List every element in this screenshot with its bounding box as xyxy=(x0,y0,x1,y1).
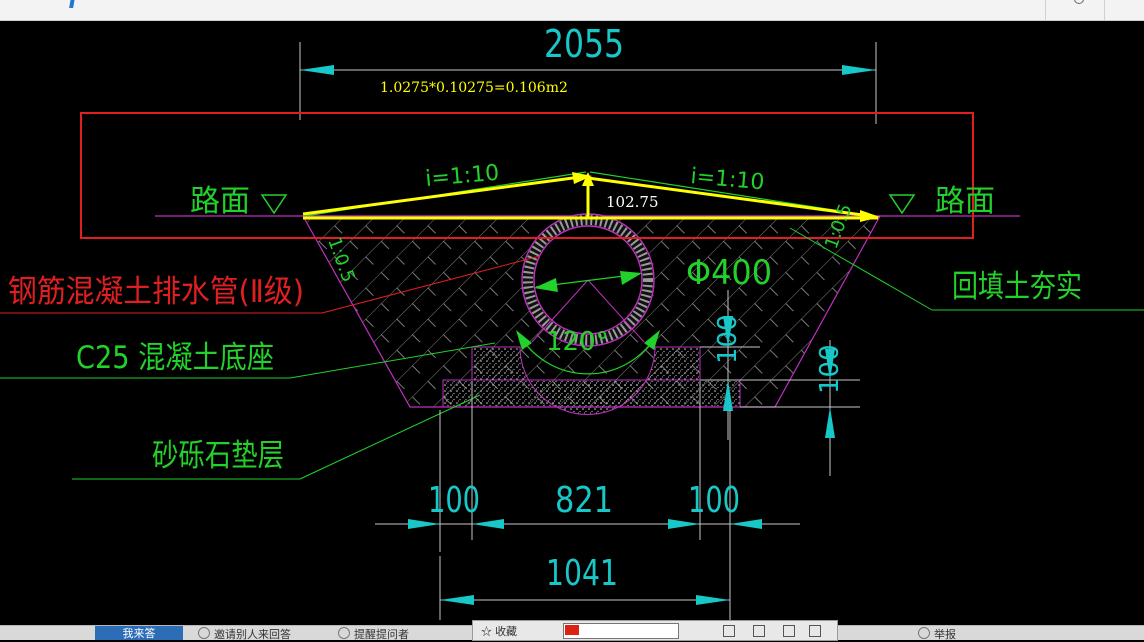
diameter-arrow-left xyxy=(534,278,558,292)
vdim-arrow xyxy=(723,316,733,347)
remind-label: 提醒提问者 xyxy=(354,629,409,641)
level-symbol-left xyxy=(260,194,288,215)
color-field[interactable] xyxy=(563,623,679,639)
user-icon xyxy=(198,627,210,639)
backfill-label: 回填土夯实 xyxy=(952,269,1082,305)
bottom-dim-right: 100 xyxy=(688,480,740,521)
undo-tool-icon[interactable] xyxy=(783,625,795,637)
invite-answer-link[interactable]: 邀请别人来回答 xyxy=(198,627,291,642)
top-bar-divider xyxy=(1104,0,1105,20)
warning-icon xyxy=(918,627,930,639)
highlight-box xyxy=(80,112,974,239)
diameter-arrow-right xyxy=(620,271,642,285)
save-tool-icon[interactable] xyxy=(809,625,821,637)
road-label-left: 路面 xyxy=(190,184,250,219)
angle-arc xyxy=(519,335,657,375)
concrete-saddle-base xyxy=(471,346,701,415)
angle-line-right xyxy=(587,279,645,343)
screenshot-tool-toolbar: ☆ 收藏 xyxy=(472,620,838,641)
gravel-label: 砂砾石垫层 xyxy=(152,438,284,474)
report-link[interactable]: 举报 xyxy=(918,627,956,642)
angle-arrow-left xyxy=(516,330,532,350)
drain-pipe-wall xyxy=(523,215,653,345)
angle-line-left xyxy=(531,279,589,343)
star-icon: ☆ xyxy=(481,626,492,638)
dim-arrow xyxy=(668,519,700,529)
leader-gravel-diag xyxy=(299,394,481,480)
level-symbol-right xyxy=(888,194,916,215)
bottom-dim-left: 100 xyxy=(428,480,480,521)
diameter-label: Φ400 xyxy=(686,253,772,293)
base-height-2: 100 xyxy=(815,344,845,394)
height-annotation: 102.75 xyxy=(606,193,659,211)
slope-right-label: i=1:10 xyxy=(689,164,765,195)
remind-asker-link[interactable]: 提醒提问者 xyxy=(338,627,409,642)
leader-backfill-diag xyxy=(789,227,933,311)
vdim-arrow xyxy=(825,349,835,380)
color-swatch-red[interactable] xyxy=(565,625,579,635)
top-bar-divider xyxy=(1045,0,1046,20)
dim-arrow xyxy=(472,519,504,529)
yellow-height-arrow xyxy=(582,172,594,186)
draw-tool-icon[interactable] xyxy=(723,625,735,637)
bottom-dim-mid: 821 xyxy=(555,480,613,521)
dim-arrow xyxy=(730,519,762,529)
top-dimension-value: 2055 xyxy=(544,22,624,66)
blue-cursor-mark xyxy=(69,0,75,8)
angle-arrow-right xyxy=(644,330,660,350)
dim-arrow xyxy=(408,519,440,529)
top-window-bar xyxy=(0,0,1144,21)
dim-arrow xyxy=(440,595,474,605)
road-label-right: 路面 xyxy=(935,184,995,219)
pipe-label: 钢筋混凝土排水管(Ⅱ级) xyxy=(8,274,304,310)
leader-pipe-diag xyxy=(321,255,541,314)
vdim-arrow xyxy=(825,407,835,438)
invite-label: 邀请别人来回答 xyxy=(214,629,291,641)
angle-label: 120° xyxy=(546,327,609,357)
report-label: 举报 xyxy=(934,629,956,641)
area-formula: 1.0275*0.10275=0.106m2 xyxy=(380,80,568,96)
vdim-arrow xyxy=(723,380,733,411)
bottom-total: 1041 xyxy=(546,553,618,594)
yellow-slope-right xyxy=(587,176,871,218)
dim-arrow xyxy=(300,65,334,75)
base-label: C25 混凝土底座 xyxy=(76,340,274,376)
collect-label: 收藏 xyxy=(495,626,518,638)
yellow-slope-left xyxy=(302,174,589,216)
leader-base-diag xyxy=(289,342,496,379)
dim-arrow xyxy=(842,65,876,75)
base-height-1: 100 xyxy=(713,314,743,364)
collect-link[interactable]: ☆ 收藏 xyxy=(481,623,517,639)
bell-icon xyxy=(338,627,350,639)
cad-drawing-canvas[interactable]: 2055 1.0275*0.10275=0.106m2 路面 路面 i=1:10… xyxy=(0,20,1144,625)
arrow-tool-icon[interactable] xyxy=(753,625,765,637)
search-icon[interactable] xyxy=(1074,0,1084,4)
answer-button[interactable]: 我来答 xyxy=(95,626,183,640)
dim-arrow xyxy=(696,595,730,605)
